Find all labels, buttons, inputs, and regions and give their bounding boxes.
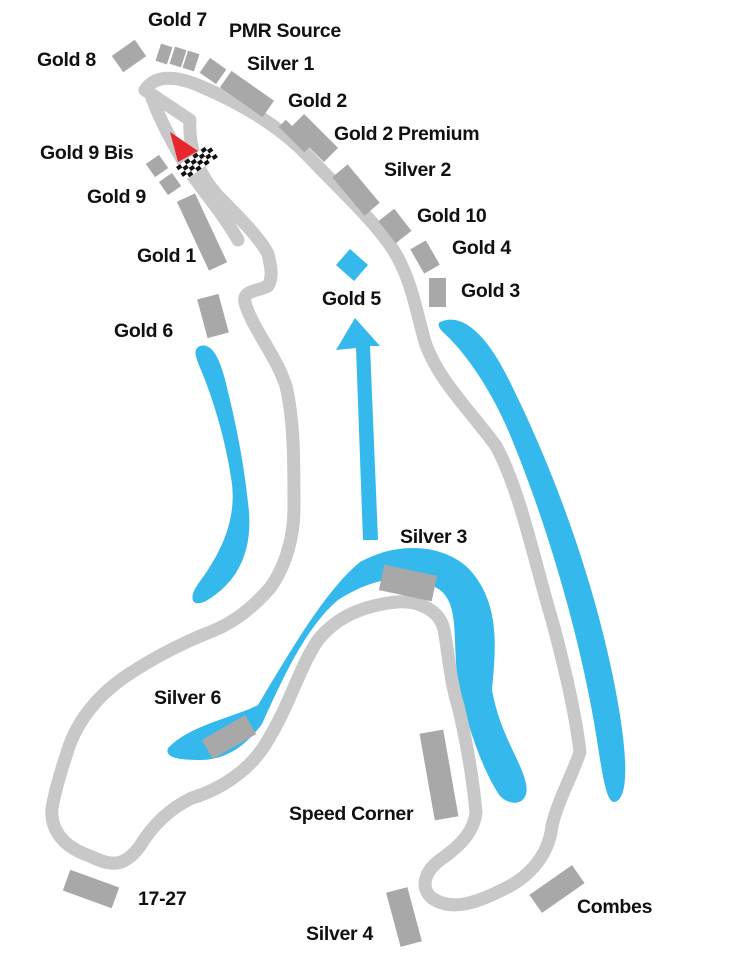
stand-block-gold-9 bbox=[158, 172, 182, 196]
stand-block-combes bbox=[529, 865, 585, 913]
stand-block-silver-2 bbox=[332, 164, 380, 216]
label-silver-4: Silver 4 bbox=[306, 923, 373, 945]
stand-block-gold-7-b bbox=[169, 46, 187, 68]
label-silver-3: Silver 3 bbox=[400, 526, 467, 548]
label-silver-2: Silver 2 bbox=[384, 159, 451, 181]
checkered-flag-icon bbox=[176, 144, 218, 181]
label-gold-10: Gold 10 bbox=[417, 205, 487, 227]
label-gold-4: Gold 4 bbox=[452, 237, 511, 259]
stand-block-17-27 bbox=[62, 869, 120, 909]
stand-block-gold-2-premium bbox=[289, 113, 339, 163]
stand-block-gold-7-a bbox=[155, 43, 173, 65]
stand-block-gold-8 bbox=[111, 39, 147, 73]
label-combes: Combes bbox=[577, 896, 653, 918]
label-gold-3: Gold 3 bbox=[461, 280, 520, 302]
stand-block-gold-9-bis bbox=[145, 154, 169, 178]
stand-block-gold-3 bbox=[429, 278, 446, 307]
start-direction-arrow-icon bbox=[170, 132, 198, 162]
stand-block-gold-1 bbox=[176, 193, 228, 271]
stand-labels: Gold 7 PMR Source Gold 8 Silver 1 Gold 2… bbox=[37, 9, 653, 945]
stand-block-gold-2 bbox=[278, 119, 312, 153]
stand-block-pmr-source bbox=[199, 57, 227, 85]
label-gold-5: Gold 5 bbox=[322, 288, 381, 310]
stand-block-gold-4 bbox=[410, 240, 440, 274]
stand-block-gold-6 bbox=[197, 293, 229, 339]
stand-blocks bbox=[62, 39, 585, 947]
lake-right bbox=[438, 319, 626, 802]
lake-gold-5 bbox=[336, 249, 368, 281]
label-gold-8: Gold 8 bbox=[37, 49, 96, 71]
label-gold-1: Gold 1 bbox=[137, 245, 196, 267]
stand-block-gold-7-c bbox=[182, 50, 200, 72]
label-silver-6: Silver 6 bbox=[154, 687, 221, 709]
label-gold-7: Gold 7 bbox=[148, 9, 207, 31]
up-arrow-icon bbox=[336, 318, 380, 540]
lake-main bbox=[167, 548, 527, 803]
lake-left bbox=[192, 345, 250, 604]
label-gold-2-premium: Gold 2 Premium bbox=[334, 123, 479, 145]
label-speed-corner: Speed Corner bbox=[289, 803, 414, 825]
label-17-27: 17-27 bbox=[138, 888, 186, 910]
stand-block-gold-10 bbox=[378, 208, 412, 244]
stand-block-speed-corner bbox=[419, 729, 459, 821]
label-silver-1: Silver 1 bbox=[247, 53, 314, 75]
track-outer bbox=[45, 71, 587, 912]
label-gold-9-bis: Gold 9 Bis bbox=[40, 142, 134, 164]
stand-block-silver-4 bbox=[386, 887, 422, 947]
label-gold-9: Gold 9 bbox=[87, 186, 146, 208]
label-gold-6: Gold 6 bbox=[114, 320, 173, 342]
label-pmr-source: PMR Source bbox=[229, 20, 341, 42]
stand-block-silver-1 bbox=[219, 70, 275, 118]
water-features bbox=[167, 249, 626, 803]
stand-block-silver-3 bbox=[378, 564, 438, 602]
stand-block-silver-6 bbox=[201, 714, 257, 760]
label-gold-2: Gold 2 bbox=[288, 90, 347, 112]
